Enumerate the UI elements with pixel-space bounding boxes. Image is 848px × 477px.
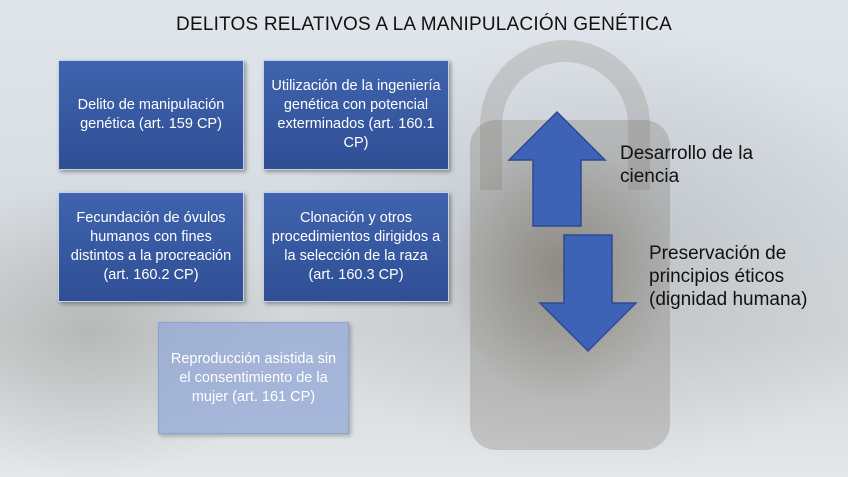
- box-reproduccion-asistida: Reproducción asistida sin el consentimie…: [158, 322, 349, 434]
- label-preservacion-principios: Preservación de principios éticos (digni…: [649, 242, 809, 311]
- label-desarrollo-ciencia: Desarrollo de la ciencia: [620, 142, 780, 188]
- slide-title: DELITOS RELATIVOS A LA MANIPULACIÓN GENÉ…: [0, 14, 848, 36]
- box-ingenieria-genetica: Utilización de la ingeniería genética co…: [263, 60, 449, 170]
- down-arrow-icon: [538, 233, 638, 353]
- box-clonacion: Clonación y otros procedimientos dirigid…: [263, 192, 449, 302]
- box-fecundacion-ovulos: Fecundación de óvulos humanos con fines …: [58, 192, 244, 302]
- up-arrow-icon: [507, 110, 607, 228]
- box-manipulacion-genetica: Delito de manipulación genética (art. 15…: [58, 60, 244, 170]
